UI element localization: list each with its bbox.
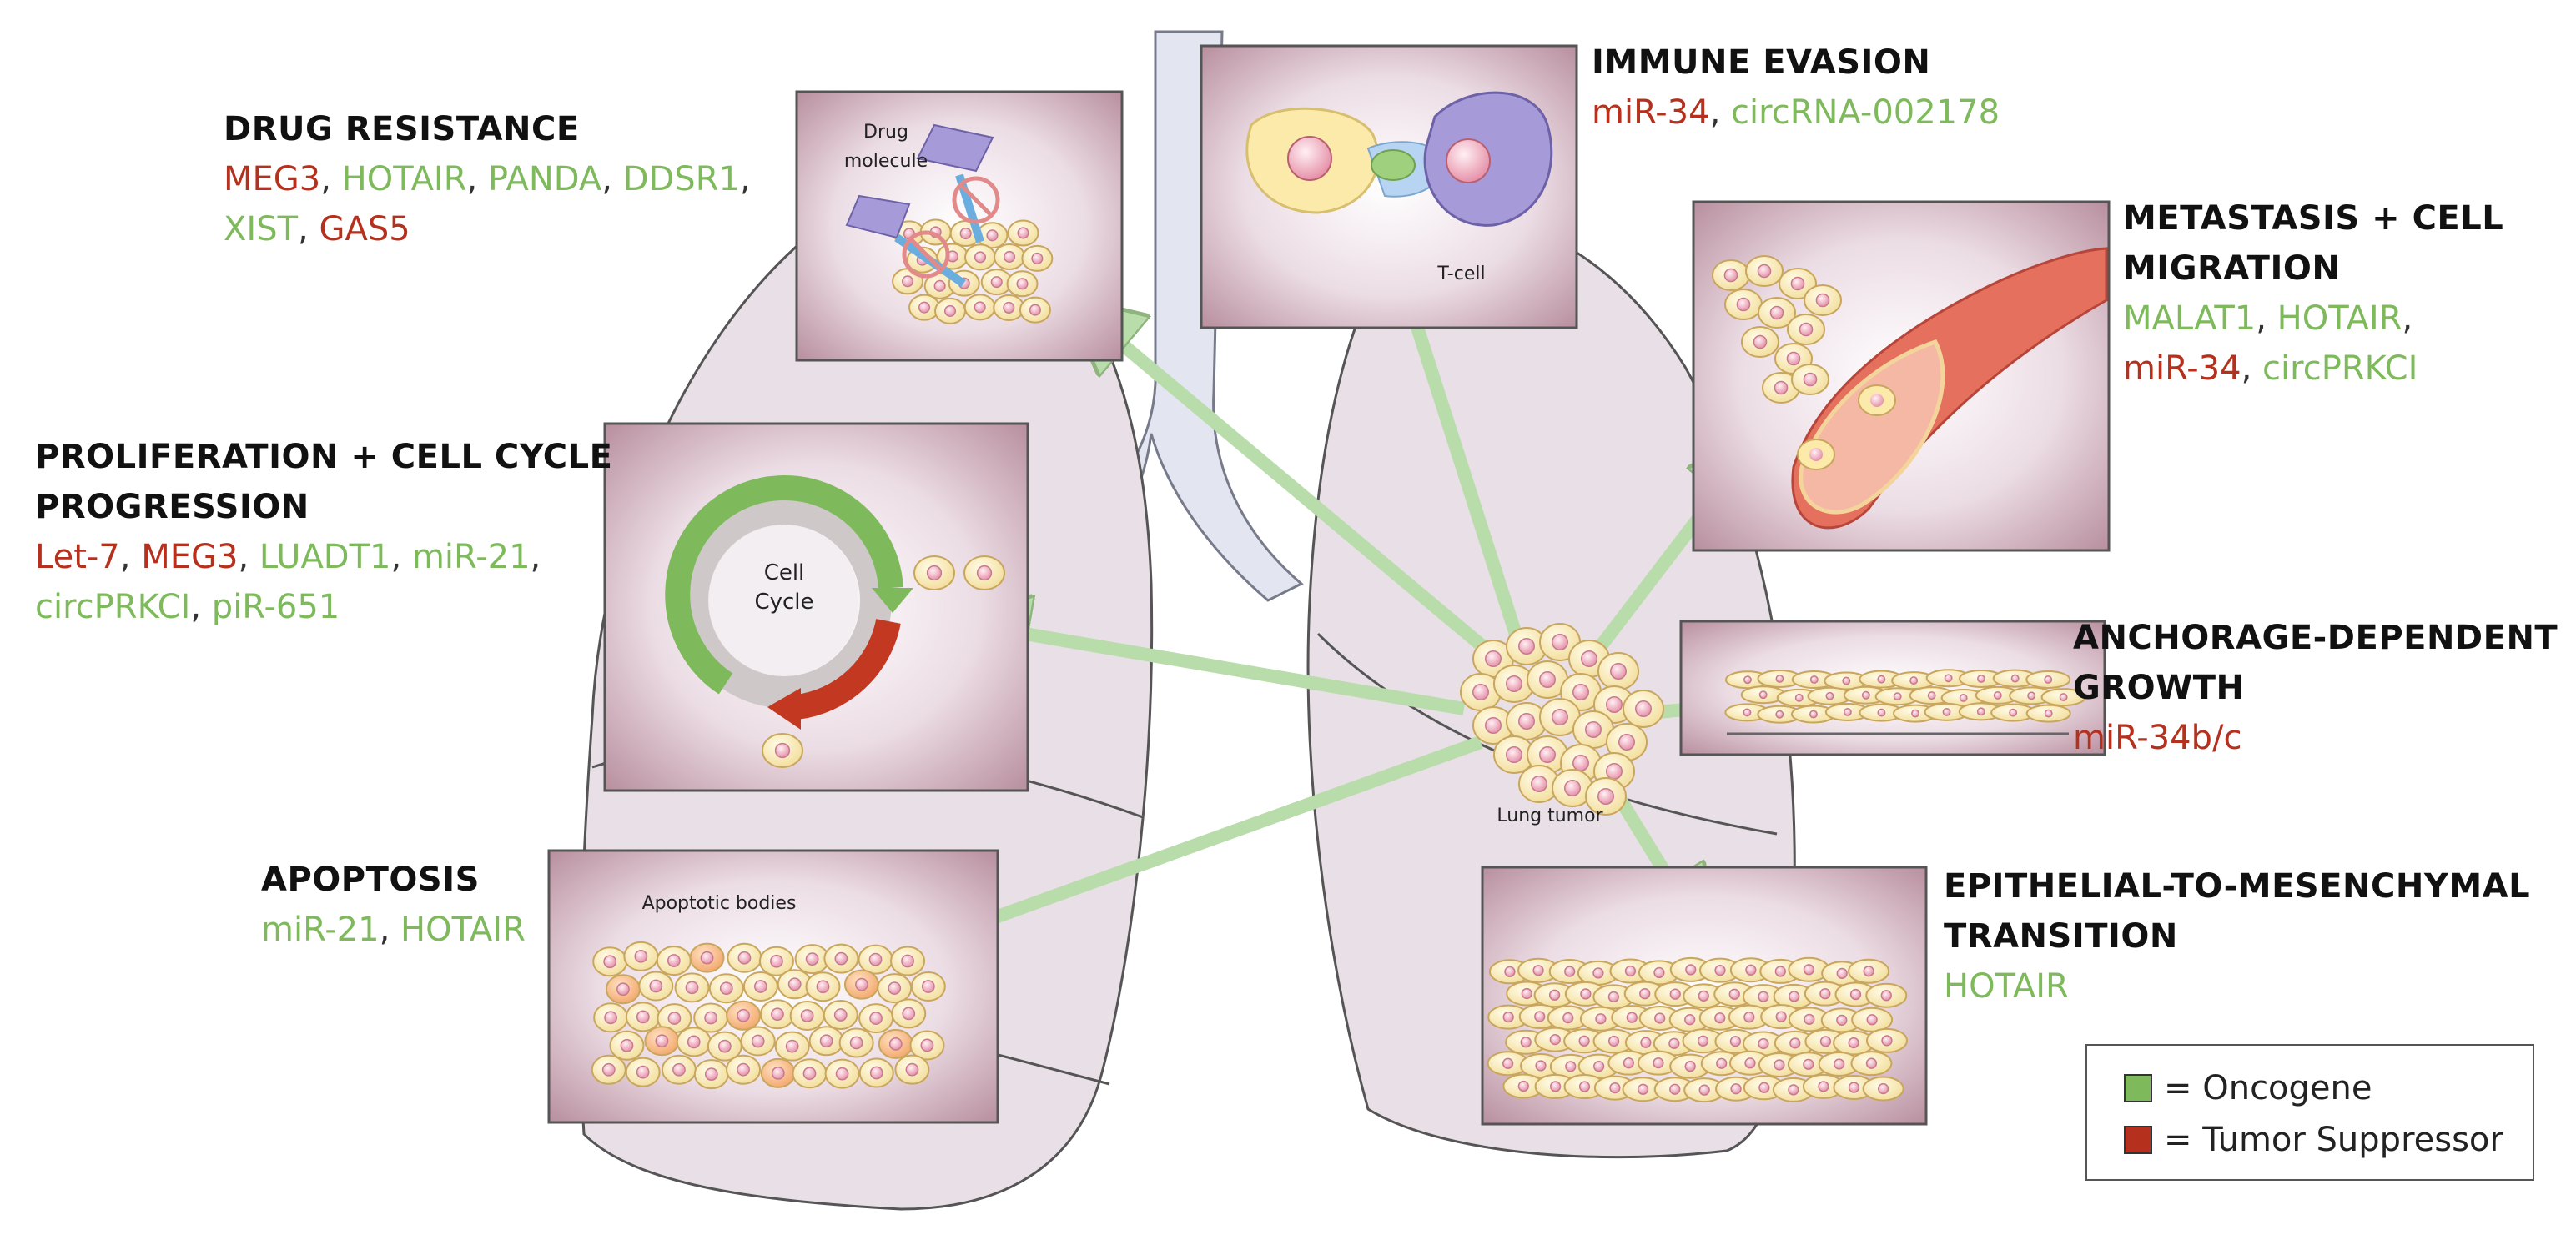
arrow-proliferation xyxy=(976,625,1466,715)
legend: = Oncogene = Tumor Suppressor xyxy=(2085,1044,2534,1181)
anchorage-genes: miR-34b/c xyxy=(2073,713,2558,763)
drug-resistance-title: DRUG RESISTANCE xyxy=(224,110,580,148)
arrow-apoptosis xyxy=(926,735,1483,942)
section-anchorage: ANCHORAGE-DEPENDENT GROWTH miR-34b/c xyxy=(2073,613,2558,763)
legend-tumor-suppressor: = Tumor Suppressor xyxy=(2124,1119,2503,1161)
gene-hotair: HOTAIR xyxy=(1944,967,2069,1006)
svg-text:Apoptotic bodies: Apoptotic bodies xyxy=(642,893,797,914)
gene-hotair: HOTAIR xyxy=(400,911,526,949)
apoptosis-title: APOPTOSIS xyxy=(261,861,480,899)
t-cell-label: T-cell xyxy=(1436,264,1485,284)
arrow-drug-resistance xyxy=(1084,313,1502,665)
gene-mir-34: miR-34 xyxy=(1592,93,1710,132)
anchorage-title-2: GROWTH xyxy=(2073,669,2245,707)
proliferation-genes: Let-7, MEG3, LUADT1, miR-21, circPRKCI, … xyxy=(35,538,541,626)
gene-mir-34b-c: miR-34b/c xyxy=(2073,719,2242,757)
svg-text:Cell: Cell xyxy=(764,560,805,585)
section-drug-resistance: DRUG RESISTANCE MEG3, HOTAIR, PANDA, DDS… xyxy=(224,104,751,254)
lung-tumor: Lung tumor xyxy=(1460,623,1664,826)
drug-molecule-shape xyxy=(916,123,994,173)
metastasis-genes: MALAT1, HOTAIR, miR-34, circPRKCI xyxy=(2123,299,2418,388)
cycle-red-arrow xyxy=(794,618,901,720)
panel-proliferation: Cell Cycle xyxy=(603,422,1029,792)
svg-text:Cycle: Cycle xyxy=(754,590,813,615)
immune-evasion-title: IMMUNE EVASION xyxy=(1592,43,1931,82)
anchorage-title-1: ANCHORAGE-DEPENDENT xyxy=(2073,619,2558,657)
lung-tumor-label: Lung tumor xyxy=(1497,806,1603,826)
legend-oncogene: = Oncogene xyxy=(2124,1067,2372,1109)
section-emt: EPITHELIAL-TO-MESENCHYMAL TRANSITION HOT… xyxy=(1944,861,2530,1012)
gene-hotair: HOTAIR xyxy=(2277,299,2402,338)
legend-oncogene-label: = Oncogene xyxy=(2164,1069,2372,1107)
panel-drug-resistance: Drug molecule xyxy=(795,90,1124,362)
proliferation-title-2: PROGRESSION xyxy=(35,488,309,526)
immune-evasion-genes: miR-34, circRNA-002178 xyxy=(1592,93,2000,132)
tumor-suppressor-swatch xyxy=(2124,1126,2152,1154)
blocked-icon xyxy=(952,176,1000,224)
legend-tumor-suppressor-label: = Tumor Suppressor xyxy=(2164,1121,2503,1159)
cell-cycle-ring xyxy=(677,493,892,708)
gene-hotair: HOTAIR xyxy=(341,160,467,198)
gene-meg3: MEG3 xyxy=(224,160,321,198)
blocked-icon-2 xyxy=(902,230,950,279)
gene-pir-651: piR-651 xyxy=(211,588,340,626)
gene-mir-34: miR-34 xyxy=(2123,349,2241,388)
metastasis-title-2: MIGRATION xyxy=(2123,249,2341,288)
gene-mir-21: miR-21 xyxy=(261,911,380,949)
apoptosis-genes: miR-21, HOTAIR xyxy=(261,911,526,949)
section-proliferation: PROLIFERATION + CELL CYCLE PROGRESSION L… xyxy=(35,432,612,632)
panel-anchorage xyxy=(1679,620,2106,756)
gene-ddsr1: DDSR1 xyxy=(622,160,740,198)
drug-resistance-genes: MEG3, HOTAIR, PANDA, DDSR1, XIST, GAS5 xyxy=(224,160,751,248)
svg-text:Drug: Drug xyxy=(863,122,908,143)
section-metastasis: METASTASIS + CELL MIGRATION MALAT1, HOTA… xyxy=(2123,193,2503,394)
panel-immune-evasion: T-cell xyxy=(1200,44,1578,329)
cycle-green-arrow xyxy=(665,475,903,695)
section-apoptosis: APOPTOSIS miR-21, HOTAIR xyxy=(261,855,526,955)
gene-circprkci: circPRKCI xyxy=(35,588,191,626)
panel-emt xyxy=(1481,866,1928,1126)
gene-circprkci: circPRKCI xyxy=(2262,349,2418,388)
gene-luadt1: LUADT1 xyxy=(259,538,391,576)
panel-apoptosis: Apoptotic bodies xyxy=(547,849,999,1124)
gene-mir-21: miR-21 xyxy=(411,538,531,576)
gene-xist: XIST xyxy=(224,210,299,248)
emt-title-1: EPITHELIAL-TO-MESENCHYMAL xyxy=(1944,867,2531,906)
gene-meg3: MEG3 xyxy=(141,538,239,576)
section-immune-evasion: IMMUNE EVASION miR-34, circRNA-002178 xyxy=(1592,38,2000,138)
emt-genes: HOTAIR xyxy=(1944,961,2530,1012)
proliferation-title-1: PROLIFERATION + CELL CYCLE xyxy=(35,438,613,476)
svg-text:molecule: molecule xyxy=(844,151,928,172)
gene-gas5: GAS5 xyxy=(319,210,410,248)
panel-metastasis xyxy=(1692,200,2111,552)
gene-circrna-002178: circRNA-002178 xyxy=(1731,93,2000,132)
gene-panda: PANDA xyxy=(487,160,602,198)
gene-let-7: Let-7 xyxy=(35,538,120,576)
gene-malat1: MALAT1 xyxy=(2123,299,2257,338)
emt-title-2: TRANSITION xyxy=(1944,917,2178,956)
metastasis-title-1: METASTASIS + CELL xyxy=(2123,199,2504,238)
oncogene-swatch xyxy=(2124,1074,2152,1102)
